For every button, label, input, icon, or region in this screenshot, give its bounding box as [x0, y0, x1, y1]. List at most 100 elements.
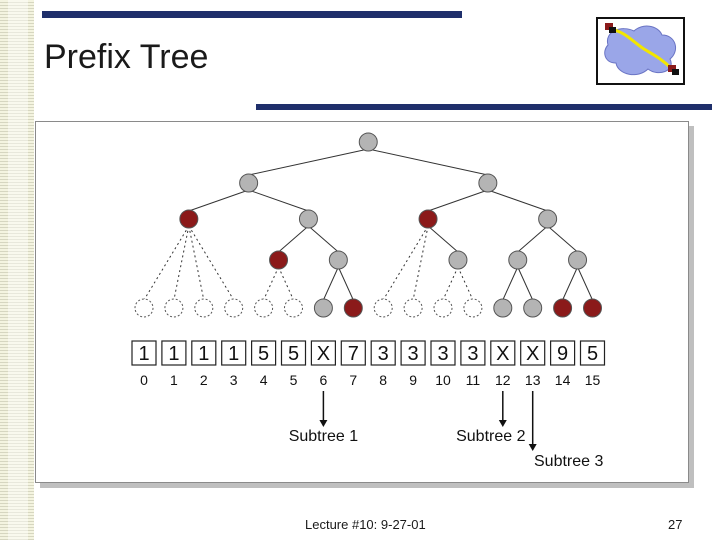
page-number: 27	[668, 517, 683, 532]
tree-edge	[457, 266, 474, 301]
prefix-node-red	[269, 250, 289, 270]
footer-lecture: Lecture #10: 9-27-01	[305, 517, 426, 532]
empty-leaf-node	[284, 298, 303, 318]
trie-node-gray	[478, 173, 498, 193]
trie-node-gray	[313, 298, 333, 318]
tree-edge	[278, 266, 294, 301]
value-cell	[221, 340, 247, 366]
tree-edge	[412, 225, 429, 301]
empty-leaf-node	[254, 298, 274, 318]
subtree-arrow-head	[319, 420, 328, 427]
value-label: 5	[258, 343, 269, 365]
index-label: 14	[555, 372, 571, 388]
empty-leaf-node	[373, 298, 393, 318]
tree-edge	[248, 148, 369, 176]
tree-edge	[188, 225, 235, 301]
trie-node-gray	[508, 250, 528, 270]
subtree-label: Subtree 2	[456, 428, 525, 445]
tree-edge	[517, 225, 548, 253]
value-label: 3	[437, 343, 448, 365]
tree-edge	[427, 225, 459, 253]
value-cell	[161, 340, 187, 366]
value-cell	[460, 340, 486, 366]
tree-edge	[487, 189, 548, 212]
tree-edge	[442, 266, 459, 301]
value-cell	[310, 340, 336, 366]
decorative-stripes	[0, 0, 34, 540]
value-label: 3	[467, 343, 478, 365]
trie-node-gray	[568, 250, 588, 270]
value-label: X	[526, 343, 539, 365]
trie-node-gray	[538, 209, 558, 229]
tree-edge	[337, 266, 354, 301]
trie-node-gray	[523, 298, 543, 318]
empty-leaf-node	[164, 298, 184, 318]
trie-node-gray	[448, 250, 468, 270]
tree-edge	[263, 266, 280, 301]
tree-edge	[188, 189, 249, 212]
empty-leaf-node	[403, 298, 423, 318]
accent-bar-middle	[256, 104, 712, 110]
index-label: 3	[230, 372, 238, 388]
prefix-node-red	[553, 298, 573, 318]
value-cell	[191, 340, 217, 366]
tree-edge	[143, 225, 190, 301]
value-label: X	[317, 343, 330, 365]
empty-leaf-node	[463, 298, 483, 318]
index-label: 7	[349, 372, 357, 388]
trie-node-gray	[358, 132, 378, 152]
index-label: 6	[320, 372, 328, 388]
accent-bar-top	[42, 11, 462, 18]
value-cell	[251, 340, 277, 366]
value-cell	[579, 340, 606, 366]
index-label: 8	[379, 372, 387, 388]
empty-leaf-node	[433, 298, 453, 318]
empty-leaf-node	[134, 298, 154, 318]
value-label: 9	[557, 343, 568, 365]
tree-edge	[368, 148, 488, 176]
tree-edge	[308, 225, 339, 253]
value-label: X	[496, 343, 509, 365]
tree-edge	[322, 266, 339, 301]
prefix-node-red	[179, 209, 199, 229]
prefix-node-red	[343, 298, 363, 318]
index-label: 2	[200, 372, 208, 388]
tree-edge	[547, 225, 578, 253]
tree-edge	[427, 189, 489, 212]
value-cell	[430, 340, 456, 366]
stripe-highlight	[8, 0, 28, 540]
subtree-label: Subtree 3	[534, 453, 603, 470]
index-label: 15	[585, 372, 601, 388]
tree-edge	[517, 266, 534, 301]
value-cell	[370, 340, 396, 366]
value-label: 5	[587, 343, 598, 365]
value-label: 3	[378, 343, 389, 365]
value-label: 1	[198, 343, 209, 365]
index-label: 1	[170, 372, 178, 388]
value-cell	[400, 340, 426, 366]
network-path-logo-icon	[596, 17, 685, 85]
value-cell	[131, 340, 157, 366]
trie-node-gray	[493, 298, 513, 318]
value-label: 1	[168, 343, 179, 365]
value-cell	[280, 340, 307, 366]
tree-edge	[188, 225, 205, 301]
index-label: 12	[495, 372, 511, 388]
subtree-arrow-head	[528, 444, 537, 451]
slide-title: Prefix Tree	[44, 38, 209, 76]
tree-edge	[577, 266, 593, 301]
tree-edge	[278, 225, 309, 253]
index-label: 0	[140, 372, 148, 388]
value-label: 3	[408, 343, 419, 365]
empty-leaf-node	[224, 298, 244, 318]
value-label: 7	[348, 343, 359, 365]
value-cell	[520, 340, 546, 366]
index-label: 10	[435, 372, 451, 388]
value-label: 1	[228, 343, 239, 365]
empty-leaf-node	[194, 298, 214, 318]
value-cell	[490, 340, 516, 366]
index-label: 11	[466, 372, 481, 388]
tree-edge	[382, 225, 429, 301]
index-label: 5	[290, 372, 298, 388]
